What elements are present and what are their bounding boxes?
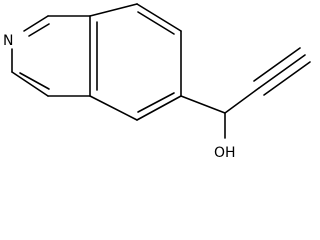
bond-triple-1 (258, 54, 306, 89)
bond-carbinol-alkyne (224, 87, 260, 114)
bond-c1-n2-inner (28, 23, 50, 37)
bond-c8-c7-inner (137, 11, 175, 35)
bond-c5-c4a (89, 95, 138, 121)
bond-c6-carbinol (180, 95, 226, 114)
molecule-diagram: N OH (3, 3, 311, 161)
bond-c3-c4-inner (19, 72, 50, 90)
bond-triple-3 (263, 61, 311, 96)
nitrogen-label: N (3, 33, 13, 49)
bond-c8a-c8 (89, 3, 138, 17)
bond-c3-c4 (11, 71, 49, 97)
bond-c6-c5 (136, 95, 182, 121)
bond-c1-n2 (23, 15, 49, 32)
hydroxyl-label: OH (214, 145, 236, 161)
structure-canvas: N OH (3, 3, 311, 161)
bond-c6-c5-inner (137, 92, 175, 113)
bond-triple-2 (253, 47, 301, 82)
bond-c8-c7 (136, 3, 182, 32)
